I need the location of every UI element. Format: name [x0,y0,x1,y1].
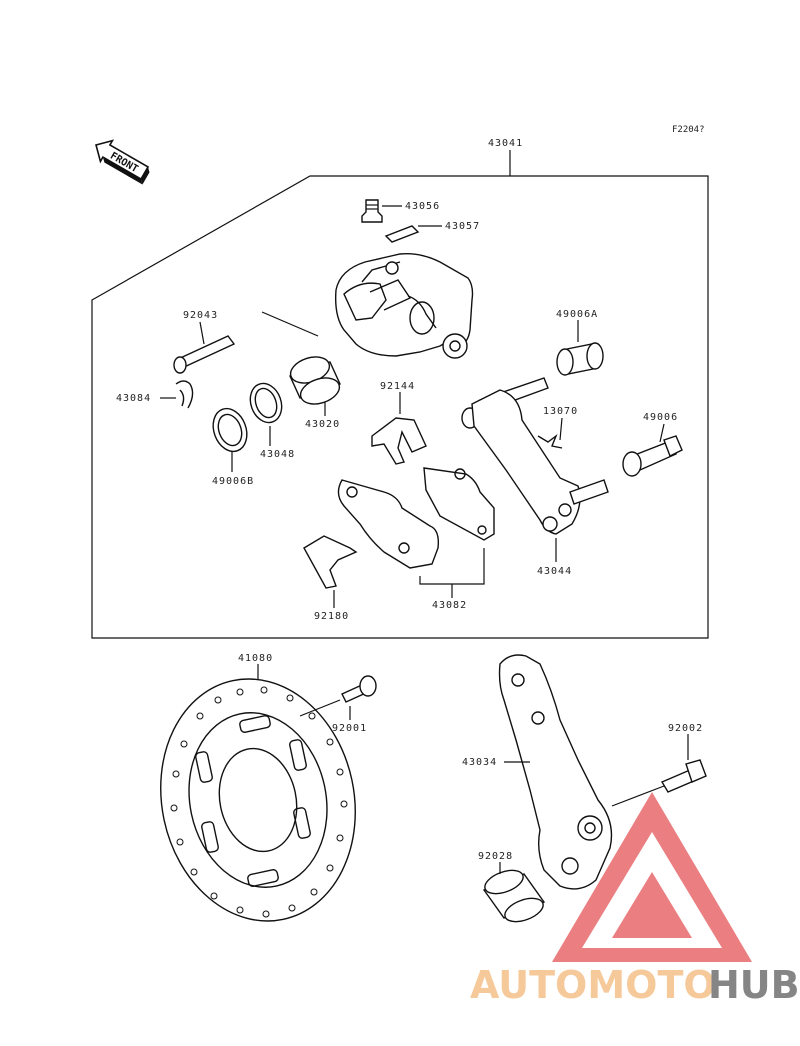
label-43041: 43041 [488,138,523,149]
label-13070: 13070 [543,406,578,417]
label-41080: 41080 [238,653,273,664]
label-43084: 43084 [116,393,151,404]
watermark-text-secondary: HUB [708,963,800,1007]
pad-shim [303,535,358,589]
diagram-code: F2204? [672,125,705,135]
torque-link [498,654,613,890]
watermark-text-primary: AUTOMOTO [470,963,716,1007]
bleeder-valve [361,199,383,223]
brake-disc [160,678,356,922]
label-43048: 43048 [260,449,295,460]
pad-spring [371,417,427,465]
disc-bolt [341,675,377,703]
label-43020: 43020 [305,419,340,430]
slide-pin [173,335,236,374]
front-arrow-icon: FRONT [95,139,150,185]
label-92144: 92144 [380,381,415,392]
holder-clip [537,433,563,449]
piston [289,356,341,405]
dust-seal [212,407,248,453]
label-43082: 43082 [432,600,467,611]
label-92001: 92001 [332,723,367,734]
retaining-clip [175,380,194,409]
label-43044: 43044 [537,566,572,577]
collar [482,869,546,923]
label-49006B: 49006B [212,476,254,487]
assembly-frame [91,175,709,639]
piston-seal [249,382,283,424]
label-49006A: 49006A [556,309,598,320]
watermark-logo: AUTOMOTO HUB [470,792,800,1007]
label-92043: 92043 [183,310,218,321]
torque-link-bolt [660,759,707,793]
label-43056: 43056 [405,201,440,212]
label-43057: 43057 [445,221,480,232]
caliper-bracket [461,377,609,535]
label-43034: 43034 [462,757,497,768]
label-92180: 92180 [314,611,349,622]
label-49006: 49006 [643,412,678,423]
boot-a [556,342,604,376]
boot-bolt [622,435,683,477]
brake-pads [337,467,495,569]
label-92028: 92028 [478,851,513,862]
caliper-body [334,252,474,359]
label-92002: 92002 [668,723,703,734]
bleeder-cap [384,225,420,243]
